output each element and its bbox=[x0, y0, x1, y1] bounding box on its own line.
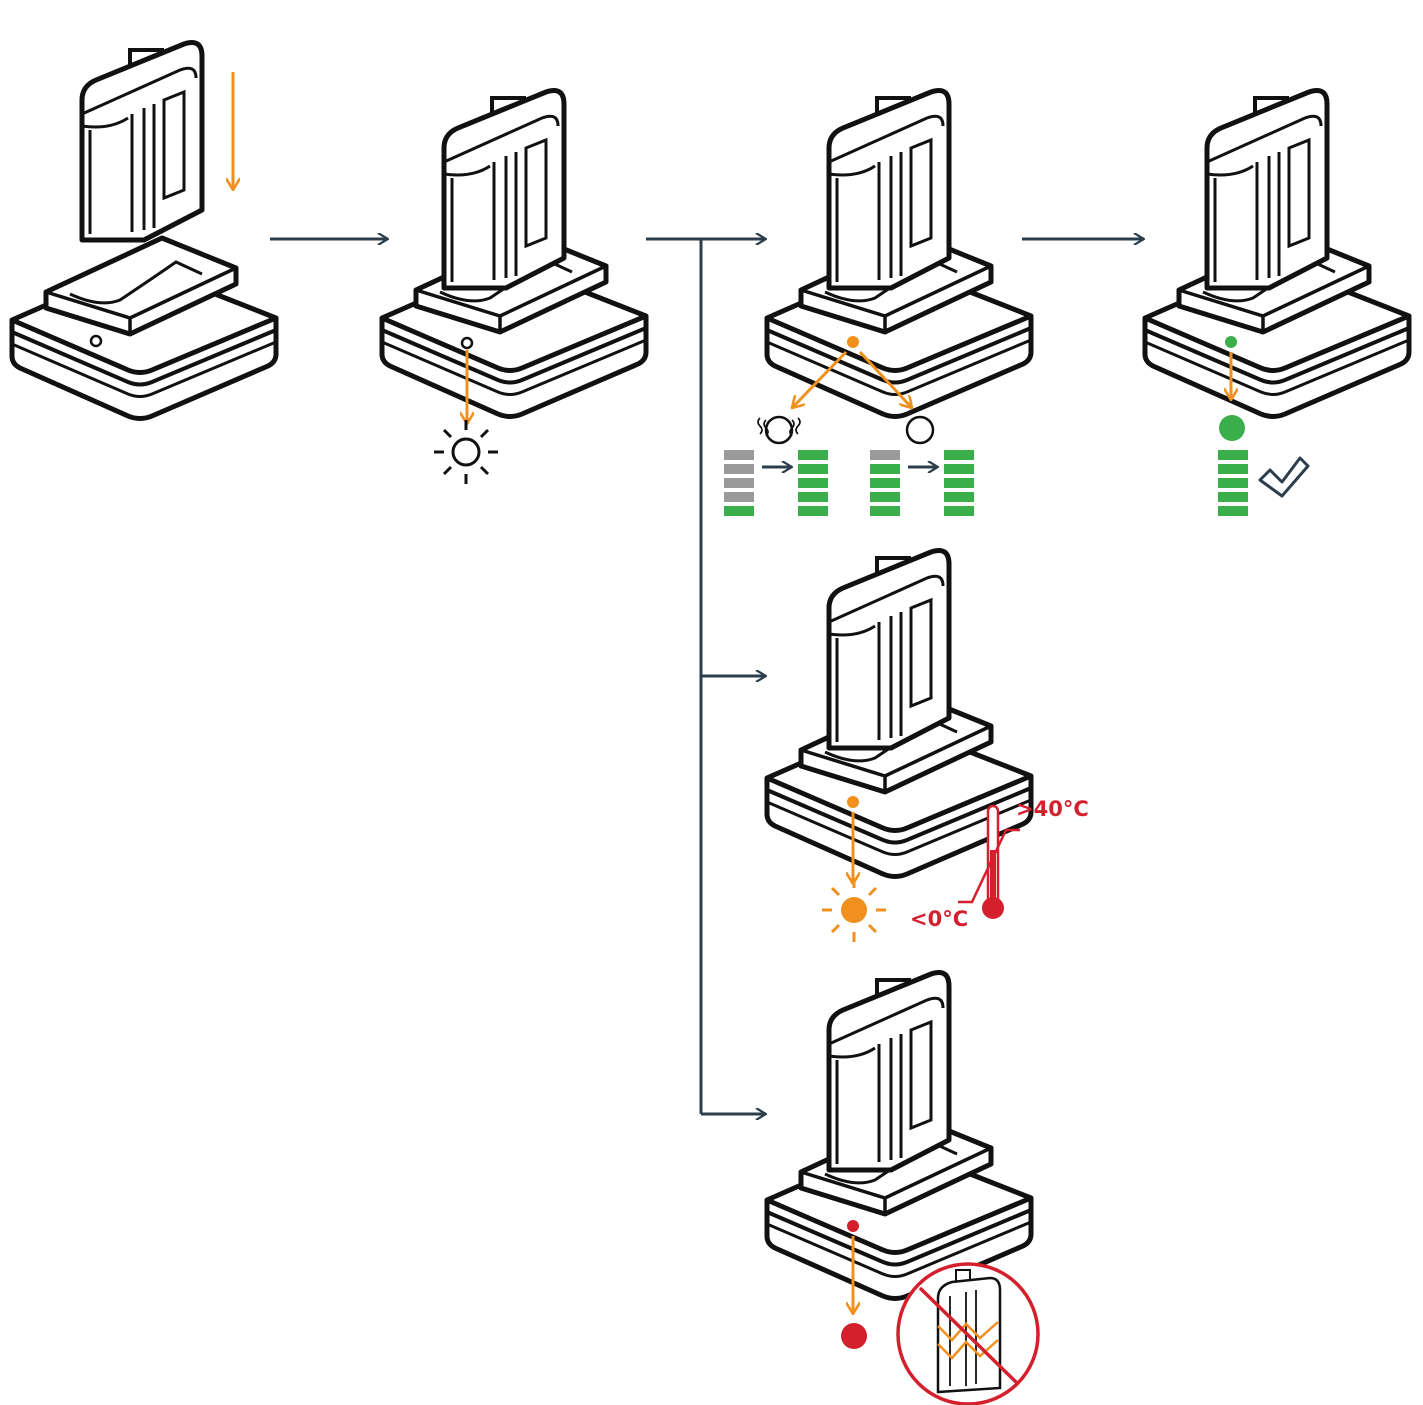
led-blinking-indicator bbox=[757, 415, 801, 445]
branch-connector bbox=[646, 239, 766, 1114]
temperature-high-label: >40°C bbox=[1016, 797, 1089, 821]
charger-charging bbox=[724, 91, 1031, 516]
led-solid-red-icon bbox=[841, 1323, 867, 1349]
led-off-icon bbox=[432, 418, 500, 486]
damaged-battery-prohibited-icon bbox=[896, 1262, 1040, 1405]
temperature-low-label: <0°C bbox=[910, 907, 968, 931]
led-solid-green-icon bbox=[1219, 415, 1245, 441]
checkmark-icon bbox=[1258, 456, 1310, 498]
led-orange-icon bbox=[847, 336, 859, 348]
battery-level-icon bbox=[870, 450, 900, 516]
battery-level-icon bbox=[944, 450, 974, 516]
battery-level-icon bbox=[1218, 450, 1248, 516]
led-blinking-orange-icon bbox=[820, 876, 888, 944]
led-steady-indicator bbox=[905, 415, 935, 445]
charger-battery-fault bbox=[767, 973, 1040, 1405]
battery-level-icon bbox=[798, 450, 828, 516]
charger-temperature-error: >40°C <0°C bbox=[767, 551, 1089, 944]
battery-level-icon bbox=[724, 450, 754, 516]
charger-battery-inserted bbox=[382, 91, 646, 486]
charger-insert-battery bbox=[12, 43, 276, 419]
thermometer-icon bbox=[958, 804, 1020, 919]
charger-charged bbox=[1145, 91, 1409, 516]
